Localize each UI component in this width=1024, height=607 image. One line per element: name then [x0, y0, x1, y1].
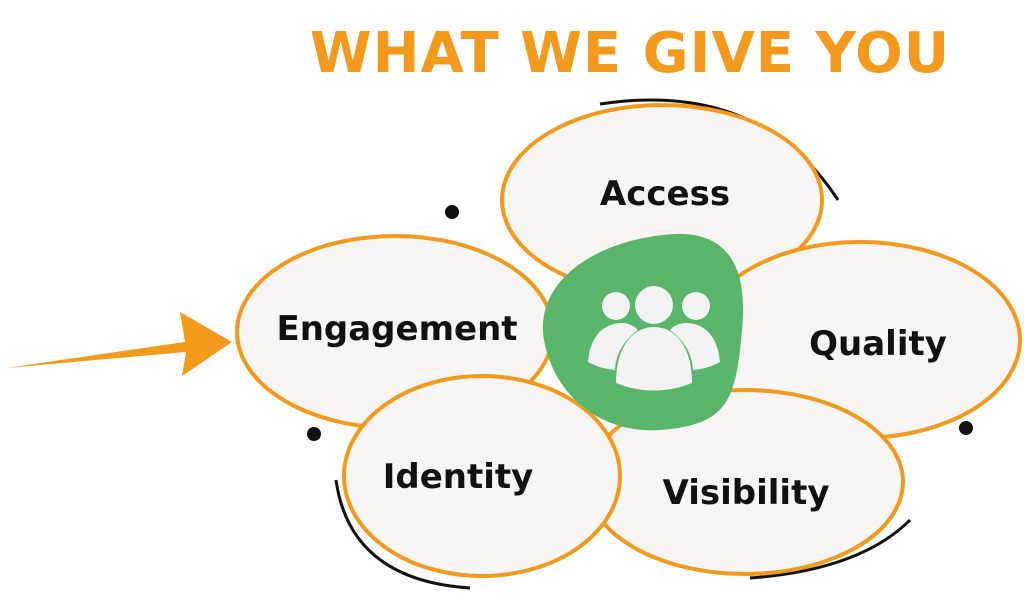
petal-label: Engagement: [276, 309, 517, 349]
petal-label: Visibility: [663, 473, 830, 513]
petal-identity: Identity: [342, 374, 622, 578]
petal-access: Access: [500, 103, 824, 297]
group-users-icon: [588, 286, 720, 391]
decor-dot: [445, 205, 459, 219]
arrow-icon: [6, 312, 232, 376]
petal-label: Quality: [809, 324, 947, 364]
petal-quality: Quality: [698, 240, 1022, 440]
decor-arc: [749, 518, 912, 580]
decor-dot: [307, 427, 321, 441]
petal-label: Identity: [383, 457, 534, 497]
title: WHAT WE GIVE YOU: [310, 21, 950, 86]
petal-label: Access: [600, 174, 730, 214]
decor-dot: [959, 421, 973, 435]
decor-arc: [334, 479, 471, 590]
